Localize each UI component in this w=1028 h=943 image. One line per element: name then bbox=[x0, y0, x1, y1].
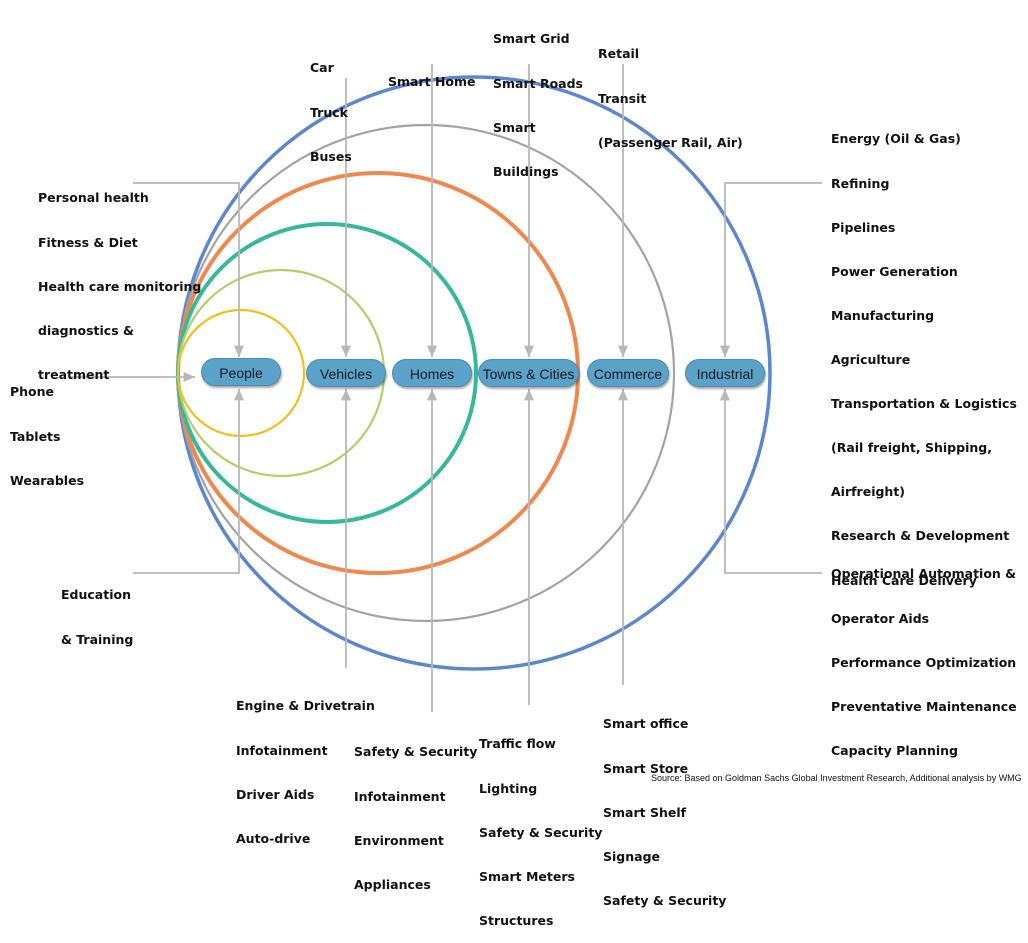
industrial-top-item: Agriculture bbox=[831, 351, 911, 367]
towns-top-item: Smart Grid bbox=[493, 31, 570, 47]
vehicles-top-item: Buses bbox=[310, 148, 352, 164]
people-top-items: Personal health Fitness & Diet Health ca… bbox=[38, 162, 201, 397]
towns-top-item: Smart Roads bbox=[493, 75, 583, 91]
vehicles-bottom-item: Infotainment bbox=[236, 742, 328, 758]
towns-bottom-item: Structures bbox=[479, 912, 554, 928]
domain-pill-vehicles: Vehicles bbox=[306, 359, 386, 387]
vehicles-top-item: Truck bbox=[310, 104, 348, 120]
industrial-bottom-item: Operator Aids bbox=[831, 610, 930, 626]
people-bottom-item: Education bbox=[61, 587, 131, 603]
industrial-top-item: Manufacturing bbox=[831, 307, 935, 323]
domain-pill-people: People bbox=[201, 358, 281, 386]
iot-domains-diagram bbox=[70, 64, 822, 712]
towns-bottom-item: Smart Meters bbox=[479, 868, 575, 884]
people-top-item: Personal health bbox=[38, 190, 149, 206]
vehicles-top-items: Car Truck Buses bbox=[310, 32, 352, 179]
towns-bottom-item: Lighting bbox=[479, 780, 538, 796]
industrial-bottom-item: Operational Automation & bbox=[831, 566, 1017, 582]
domain-pill-industrial: Industrial bbox=[685, 359, 765, 387]
industrial-top-item: Health Care Delivery bbox=[831, 572, 977, 588]
towns-top-items: Smart Grid Smart Roads Smart Buildings bbox=[493, 3, 583, 194]
commerce-top-item: Retail bbox=[598, 46, 640, 62]
industrial-bottom-items: Operational Automation & Operator Aids P… bbox=[831, 538, 1017, 773]
people-left-item: Phone bbox=[10, 384, 55, 400]
towns-bottom-items: Traffic flow Lighting Safety & Security … bbox=[479, 708, 602, 943]
towns-bottom-item: Safety & Security bbox=[479, 824, 603, 840]
commerce-top-item: Transit bbox=[598, 90, 647, 106]
connector-industrial-top bbox=[719, 182, 822, 357]
people-left-items: Phone Tablets Wearables bbox=[10, 356, 84, 503]
homes-top-items: Smart Home bbox=[388, 46, 476, 105]
commerce-bottom-item: Smart office bbox=[603, 716, 689, 732]
industrial-top-item: Transportation & Logistics bbox=[831, 396, 1017, 412]
industrial-top-items: Energy (Oil & Gas) Refining Pipelines Po… bbox=[831, 103, 1017, 603]
connector-industrial-bottom bbox=[719, 389, 822, 574]
industrial-top-item: Research & Development bbox=[831, 528, 1010, 544]
people-bottom-item: & Training bbox=[61, 631, 134, 647]
commerce-bottom-item: Smart Shelf bbox=[603, 804, 687, 820]
source-note: Source: Based on Goldman Sachs Global In… bbox=[651, 773, 1022, 783]
industrial-top-item: Airfreight) bbox=[831, 484, 906, 500]
homes-bottom-item: Environment bbox=[354, 832, 444, 848]
ring-people bbox=[176, 308, 306, 438]
homes-bottom-item: Infotainment bbox=[354, 788, 446, 804]
commerce-top-item: (Passenger Rail, Air) bbox=[598, 134, 743, 150]
connector-people-bottom bbox=[133, 389, 245, 574]
towns-bottom-item: Traffic flow bbox=[479, 736, 556, 752]
domain-pill-commerce: Commerce bbox=[587, 359, 669, 387]
people-left-item: Wearables bbox=[10, 472, 85, 488]
connector-people-top bbox=[133, 182, 245, 357]
homes-bottom-item: Appliances bbox=[354, 876, 431, 892]
people-top-item: treatment bbox=[38, 366, 110, 382]
commerce-bottom-item: Safety & Security bbox=[603, 892, 727, 908]
commerce-bottom-item: Smart Store bbox=[603, 760, 689, 776]
industrial-top-item: (Rail freight, Shipping, bbox=[831, 440, 992, 456]
industrial-bottom-item: Preventative Maintenance bbox=[831, 698, 1017, 714]
people-top-item: Fitness & Diet bbox=[38, 234, 138, 250]
people-bottom-items: Education & Training bbox=[61, 559, 133, 662]
vehicles-top-item: Car bbox=[310, 60, 334, 76]
people-top-item: diagnostics & bbox=[38, 322, 134, 338]
homes-top-item: Smart Home bbox=[388, 74, 476, 90]
industrial-top-item: Refining bbox=[831, 175, 890, 191]
industrial-bottom-item: Performance Optimization bbox=[831, 654, 1017, 670]
towns-top-item: Smart bbox=[493, 119, 536, 135]
commerce-bottom-items: Smart office Smart Store Smart Shelf Sig… bbox=[603, 688, 726, 923]
commerce-bottom-item: Signage bbox=[603, 848, 660, 864]
industrial-top-item: Energy (Oil & Gas) bbox=[831, 131, 961, 147]
vehicles-bottom-item: Engine & Drivetrain bbox=[236, 698, 375, 714]
people-left-item: Tablets bbox=[10, 428, 61, 444]
homes-bottom-item: Safety & Security bbox=[354, 744, 478, 760]
commerce-top-items: Retail Transit (Passenger Rail, Air) bbox=[598, 18, 743, 165]
towns-top-item: Buildings bbox=[493, 163, 559, 179]
people-top-item: Health care monitoring bbox=[38, 278, 202, 294]
industrial-top-item: Pipelines bbox=[831, 219, 896, 235]
industrial-bottom-item: Capacity Planning bbox=[831, 742, 958, 758]
industrial-top-item: Power Generation bbox=[831, 263, 958, 279]
domain-pill-towns-cities: Towns & Cities bbox=[478, 359, 579, 387]
homes-bottom-items: Safety & Security Infotainment Environme… bbox=[354, 716, 477, 907]
domain-pill-homes: Homes bbox=[392, 359, 472, 387]
